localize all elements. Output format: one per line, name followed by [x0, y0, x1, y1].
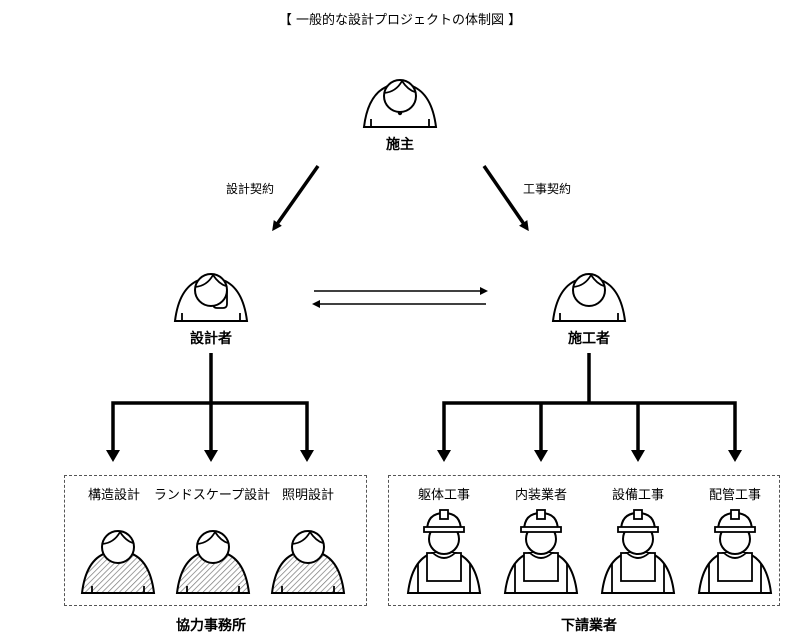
subcontractor-label: 設備工事 — [611, 488, 665, 503]
design-contract-arrow — [272, 164, 320, 232]
arrowhead — [300, 450, 314, 462]
subcontractor-label: 配管工事 — [708, 488, 762, 503]
worker-hardhat-icon — [503, 509, 579, 594]
builder-label: 施工者 — [568, 331, 610, 347]
collaborator-label: 構造設計 — [87, 488, 141, 503]
worker-hardhat-icon — [406, 509, 482, 594]
collaborators-group-box — [64, 475, 367, 606]
collaborator-label: 照明設計 — [281, 488, 335, 503]
arrowhead — [106, 450, 120, 462]
subcontractor-label: 内装業者 — [514, 488, 568, 503]
owner-label: 施主 — [386, 137, 414, 153]
design-contract-label: 設計契約 — [226, 182, 275, 196]
worker-hardhat-icon — [600, 509, 676, 594]
collaborator-label: ランドスケープ設計 — [153, 488, 271, 503]
arrowhead — [534, 450, 548, 462]
client-person-icon — [362, 79, 438, 128]
designer-label: 設計者 — [190, 331, 232, 347]
collaborator-person-icon — [270, 530, 346, 594]
arrowhead — [204, 450, 218, 462]
construction-contract-label: 工事契約 — [523, 182, 572, 196]
diagram-title: 【 一般的な設計プロジェクトの体制図 】 — [278, 13, 522, 28]
collaborator-person-icon — [175, 530, 251, 594]
builder-branch-lines — [442, 353, 737, 452]
subcontractor-label: 躯体工事 — [417, 488, 471, 503]
worker-hardhat-icon — [697, 509, 773, 594]
subcontractors-group-label: 下請業者 — [561, 618, 617, 634]
construction-contract-arrow — [482, 165, 529, 232]
arrowhead — [437, 450, 451, 462]
builder-person-icon — [551, 273, 627, 322]
designer-person-icon — [173, 273, 249, 322]
designer-branch-lines — [111, 353, 309, 452]
collaborators-group-label: 協力事務所 — [176, 618, 246, 634]
collaborator-person-icon — [80, 530, 156, 594]
subcontractors-group-box — [388, 475, 780, 606]
arrowhead — [728, 450, 742, 462]
arrowhead — [631, 450, 645, 462]
